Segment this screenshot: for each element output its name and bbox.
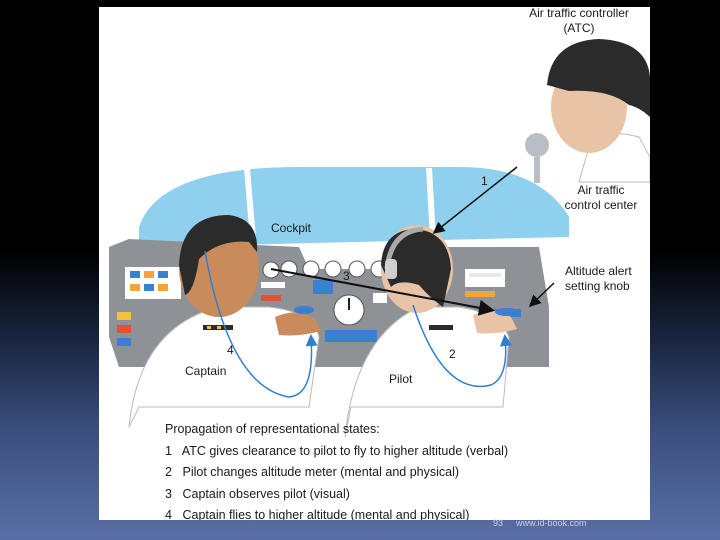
legend-item: 4 Captain flies to higher altitude (ment… xyxy=(165,505,635,520)
label-num-2: 2 xyxy=(449,347,456,361)
center-gauges xyxy=(261,260,388,342)
arrow-4-captain-flies xyxy=(204,250,318,398)
atc-person xyxy=(525,39,650,183)
legend-item-text: Captain observes pilot (visual) xyxy=(182,486,350,501)
arrow-2-pilot-changes xyxy=(412,304,512,388)
footer-url: www.id-book.com xyxy=(516,518,587,528)
label-num-1: 1 xyxy=(481,174,488,188)
left-instrument-cluster xyxy=(117,267,181,346)
legend-item-number: 1 xyxy=(165,443,172,458)
legend-item: 2 Pilot changes altitude meter (mental a… xyxy=(165,462,635,484)
label-atc-line1: Air traffic controller xyxy=(529,7,629,20)
legend-item-text: Pilot changes altitude meter (mental and… xyxy=(182,465,460,479)
label-captain: Captain xyxy=(185,364,226,378)
microphone xyxy=(525,133,549,157)
label-control-center-line1: Air traffic xyxy=(577,183,624,197)
legend-item-number: 2 xyxy=(165,465,172,479)
label-altitude-knob-line2: setting knob xyxy=(565,279,630,293)
legend-item: 1 ATC gives clearance to pilot to fly to… xyxy=(165,441,635,463)
label-atc-line2: (ATC) xyxy=(563,21,594,35)
page-number: 93 xyxy=(493,518,504,528)
legend-item-number: 3 xyxy=(165,486,172,501)
captain-knob xyxy=(294,306,314,314)
legend-item-number: 4 xyxy=(165,508,172,520)
cockpit-illustration: Air traffic controller (ATC) Air traffic… xyxy=(109,7,650,438)
arrow-altitude-knob xyxy=(528,282,555,308)
altitude-alert-knob xyxy=(495,308,519,316)
label-altitude-knob-line1: Altitude alert xyxy=(565,264,632,278)
pilot-figure xyxy=(344,225,517,438)
arrow-1-atc-to-pilot xyxy=(432,166,518,234)
window-frame-right xyxy=(426,167,436,240)
label-num-3: 3 xyxy=(343,269,350,283)
arrow-3-captain-observes xyxy=(270,268,495,316)
legend-title: Propagation of representational states: xyxy=(165,422,380,436)
window-frame-left xyxy=(244,168,256,240)
captain-figure xyxy=(128,215,321,428)
label-num-4: 4 xyxy=(227,343,234,357)
legend: Propagation of representational states: … xyxy=(165,419,635,520)
legend-item-text: ATC gives clearance to pilot to fly to h… xyxy=(181,443,509,458)
legend-item-text: Captain flies to higher altitude (mental… xyxy=(182,508,470,520)
label-cockpit: Cockpit xyxy=(271,221,312,235)
label-control-center-line2: control center xyxy=(565,198,638,212)
label-pilot: Pilot xyxy=(389,372,413,386)
legend-item: 3 Captain observes pilot (visual) xyxy=(165,484,635,506)
cockpit-distributed-cognition-figure: Air traffic controller (ATC) Air traffic… xyxy=(99,7,650,520)
